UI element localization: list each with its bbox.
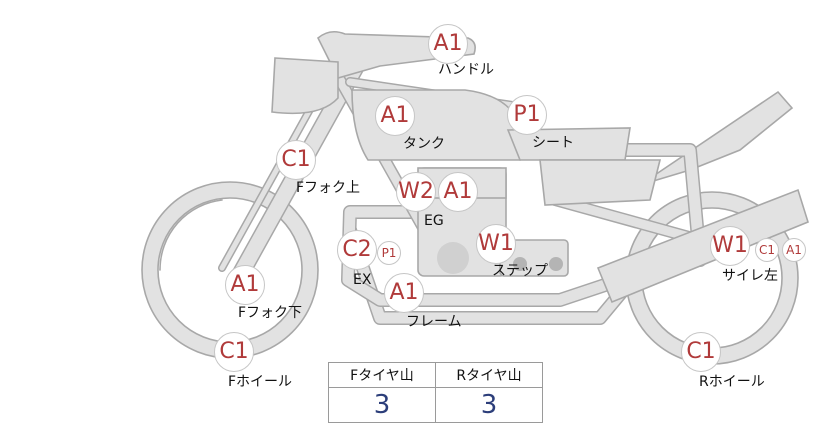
badge-exhaust-c2[interactable]: C2 (337, 230, 377, 270)
label-tank: タンク (403, 136, 445, 152)
header-front-tire: Fタイヤ山 (328, 362, 436, 388)
label-front-wheel: Fホイール (228, 374, 293, 390)
label-muffler: サイレ左 (722, 268, 778, 284)
badge-fork-lower[interactable]: A1 (225, 265, 265, 305)
headlight-shape (271, 57, 339, 115)
muffler-shape (596, 188, 809, 304)
value-front-tire[interactable]: 3 (328, 387, 436, 423)
label-rear-wheel: Rホイール (699, 374, 765, 390)
tire-table-value-row: 3 3 (328, 387, 543, 423)
badge-tank[interactable]: A1 (375, 96, 415, 136)
badge-engine-a1[interactable]: A1 (438, 172, 478, 212)
label-handle: ハンドル (438, 62, 494, 78)
badge-frame[interactable]: A1 (384, 273, 424, 313)
tire-tread-table: Fタイヤ山 Rタイヤ山 3 3 (328, 362, 543, 423)
tire-table-header-row: Fタイヤ山 Rタイヤ山 (328, 362, 543, 388)
exhaust-pipe-shape (341, 205, 627, 307)
badge-handle[interactable]: A1 (428, 24, 468, 64)
badge-step[interactable]: W1 (476, 224, 516, 264)
badge-front-wheel[interactable]: C1 (214, 332, 254, 372)
badge-muffler-w1[interactable]: W1 (710, 226, 750, 266)
label-frame: フレーム (406, 314, 462, 330)
badge-rear-wheel[interactable]: C1 (681, 332, 721, 372)
side-cover-shape (539, 159, 662, 206)
badge-fork-upper[interactable]: C1 (276, 140, 316, 180)
value-rear-tire[interactable]: 3 (435, 387, 543, 423)
badge-exhaust-p1[interactable]: P1 (377, 241, 401, 265)
rear-fender-shape (639, 90, 794, 186)
badge-seat[interactable]: P1 (507, 95, 547, 135)
badge-muffler-a1[interactable]: A1 (782, 238, 806, 262)
header-rear-tire: Rタイヤ山 (435, 362, 543, 388)
badge-engine-w2[interactable]: W2 (396, 172, 436, 212)
label-exhaust: EX (353, 272, 372, 288)
label-step: ステップ (492, 263, 548, 279)
label-fork-lower: Fフォク下 (238, 305, 303, 321)
label-fork-upper: Fフォク上 (296, 180, 361, 196)
label-engine: EG (424, 213, 444, 229)
badge-muffler-c1[interactable]: C1 (755, 238, 779, 262)
label-seat: シート (532, 135, 574, 151)
